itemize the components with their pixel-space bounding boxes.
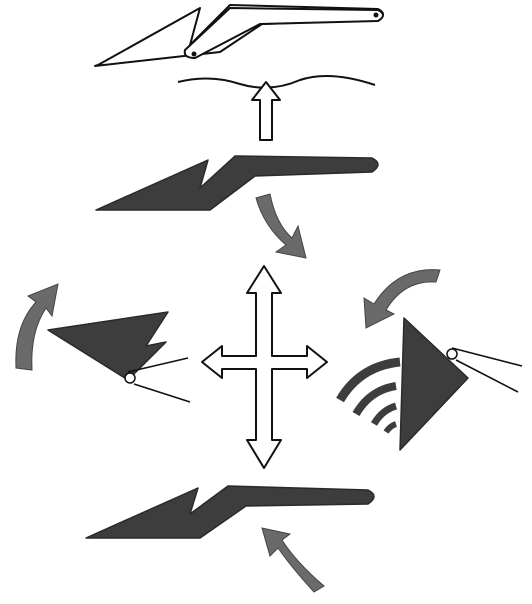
dark-wedge-lever-upper	[95, 155, 379, 211]
wavy-surface-line	[177, 75, 376, 89]
curved-arrow-bottom-up	[261, 527, 325, 593]
triangle-lever-right-hinged	[399, 317, 523, 451]
up-arrow-outline	[251, 81, 281, 141]
outline-hinged-lever-top	[94, 4, 384, 67]
dark-wedge-lever-lower	[85, 485, 375, 539]
curved-arrow-top-right	[363, 269, 441, 329]
vibration-wave-arcs	[336, 357, 401, 434]
curved-arrow-down-right	[255, 193, 307, 259]
wedge-lever-left-hinged	[47, 311, 191, 403]
curved-arrow-up-left	[15, 283, 59, 371]
four-way-arrow-outline	[201, 265, 328, 469]
